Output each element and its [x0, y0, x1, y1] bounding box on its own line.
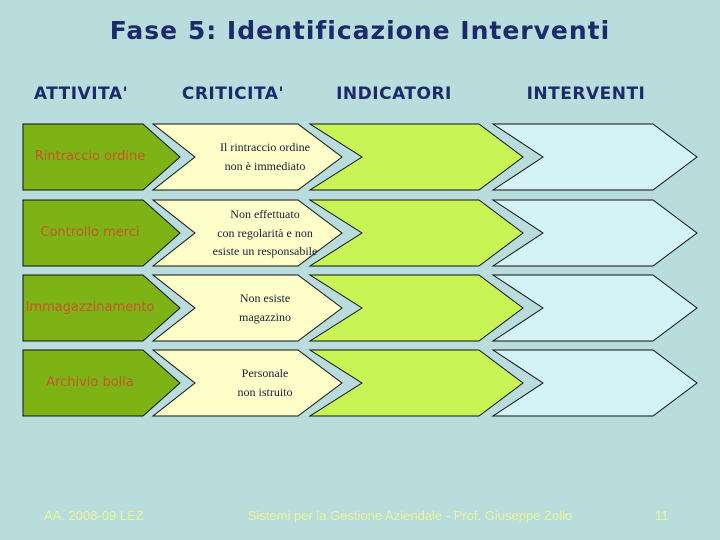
intervento-arrow-row3: [491, 274, 698, 342]
footer-page-number: 11: [655, 508, 669, 523]
indicatore-arrow-row3: [308, 274, 524, 342]
indicatore-arrow-row1: [308, 123, 524, 191]
activity-arrow-row3: [22, 274, 181, 342]
criticita-arrow-row4: [151, 349, 343, 417]
intervento-arrow-row1: [491, 123, 698, 191]
criticita-text-row3: Non esiste magazzino: [239, 291, 291, 324]
criticita-arrow-row1: [151, 123, 343, 191]
criticita-text-row2: Non effettuato con regolarità e non esis…: [212, 207, 318, 259]
column-header-indicatori: INDICATORI: [336, 84, 452, 104]
activity-arrow-row2: [22, 199, 181, 267]
intervento-arrow-row4: [491, 349, 698, 417]
footer-course-label: AA. 2008-09 LEZ: [44, 508, 144, 523]
activity-label-row3: Immagazzinamento: [25, 299, 155, 315]
criticita-arrow-row3: [151, 274, 343, 342]
footer-title: Sistemi per la Gestione Aziendale - Prof…: [247, 508, 573, 523]
indicatore-arrow-row2: [308, 199, 524, 267]
intervento-arrow-row2: [491, 199, 698, 267]
activity-arrow-row1: [22, 123, 181, 191]
activity-label-row1: Rintraccio ordine: [34, 148, 146, 164]
slide-title: Fase 5: Identificazione Interventi: [109, 16, 611, 45]
criticita-text-row1: Il rintraccio ordine non è immediato: [220, 140, 310, 173]
column-header-criticita: CRITICITA': [181, 84, 285, 104]
indicatore-arrow-row4: [308, 349, 524, 417]
column-header-attivita: ATTIVITA': [33, 84, 129, 104]
column-header-interventi: INTERVENTI: [526, 84, 646, 104]
criticita-text-row4: Personale non istruito: [237, 366, 293, 399]
activity-label-row4: Archivio bolla: [46, 374, 134, 390]
activity-label-row2: Controllo merci: [40, 224, 140, 240]
activity-arrow-row4: [22, 349, 181, 417]
criticita-arrow-row2: [151, 199, 343, 267]
